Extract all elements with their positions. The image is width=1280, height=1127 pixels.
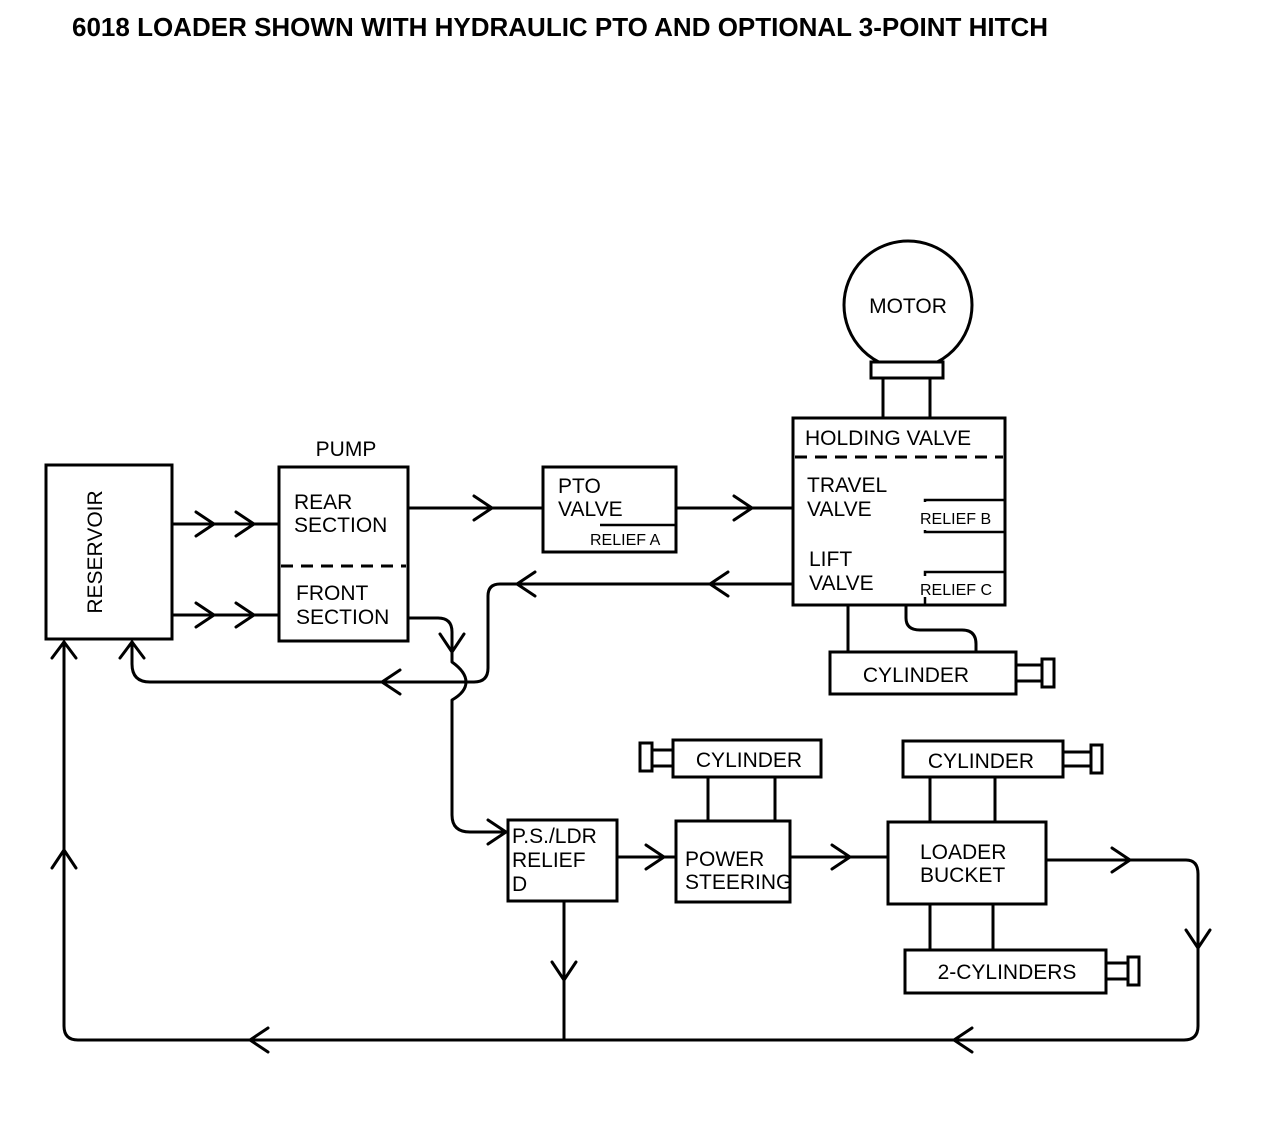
arrow-left-icon <box>707 570 730 598</box>
pto-valve: PTO VALVE RELIEF A <box>541 465 678 554</box>
loader-bucket-box <box>886 820 1048 906</box>
loader-bucket-group: CYLINDER LOADER BUCKET 2-CYLINDERS <box>886 739 1141 995</box>
two-cylinders-label: 2-CYLINDERS <box>938 961 1077 984</box>
arrow-left-icon <box>379 668 402 696</box>
lift-cylinder-label: CYLINDER <box>863 664 969 687</box>
arrow-up-icon <box>118 639 146 660</box>
arrow-left-icon <box>514 570 537 598</box>
arrow-right-icon <box>732 494 755 522</box>
reservoir-box <box>44 463 174 641</box>
bucket-cylinder-rod-end <box>1089 743 1104 775</box>
ps-ldr-relief-box <box>506 818 619 903</box>
arrow-up-icon <box>50 847 78 870</box>
arrow-right-icon <box>234 601 257 629</box>
pto-valve-line-1: PTO <box>558 475 601 498</box>
lift-cylinder-box <box>828 650 1018 696</box>
power-steering-line-2: STEERING <box>685 871 792 894</box>
arrow-right-icon <box>194 601 217 629</box>
arrow-right-icon <box>830 843 853 871</box>
lift-cylinder-rod-end <box>1040 657 1056 689</box>
pump-front-line-2: SECTION <box>296 606 389 629</box>
relief-c-outline <box>923 570 1005 605</box>
flow-arrows <box>50 494 1212 1054</box>
ps-ldr-relief-line-3: D <box>512 873 527 896</box>
ps-ldr-relief-line-2: RELIEF <box>512 849 586 872</box>
steering-cylinder-rod <box>649 748 675 768</box>
arrow-down-icon <box>438 632 466 655</box>
pump-rear-line-2: SECTION <box>294 514 387 537</box>
relief-b-label: RELIEF B <box>920 511 991 528</box>
line-pump-front-to-relief-d <box>406 616 510 834</box>
pump-box <box>277 465 410 643</box>
arrow-right-icon <box>1110 846 1133 874</box>
motor-mount <box>869 360 945 380</box>
loader-bucket-line-2: BUCKET <box>920 864 1005 887</box>
reservoir-label: RESERVOIR <box>84 490 107 613</box>
pump: PUMP REAR SECTION FRONT SECTION <box>277 438 410 643</box>
arrow-left-icon <box>951 1026 974 1054</box>
pto-valve-line-2: VALVE <box>558 498 623 521</box>
steering-cylinder-label: CYLINDER <box>696 749 802 772</box>
valve-block-box <box>791 416 1007 607</box>
line-lift-valve-return <box>130 582 795 684</box>
steering-cylinder-rod-end <box>638 741 654 773</box>
arrow-right-icon <box>644 843 667 871</box>
diagram-title: 6018 LOADER SHOWN WITH HYDRAULIC PTO AND… <box>72 12 1048 42</box>
arrow-left-icon <box>247 1026 270 1054</box>
motor-label: MOTOR <box>869 295 947 318</box>
holding-valve-label: HOLDING VALVE <box>805 427 971 450</box>
valve-block: HOLDING VALVE TRAVEL VALVE RELIEF B LIFT… <box>791 416 1007 607</box>
motor: MOTOR <box>842 239 974 420</box>
power-steering-group: CYLINDER POWER STEERING <box>638 738 823 904</box>
arrow-down-icon <box>550 960 578 983</box>
lift-valve-line-2: VALVE <box>809 572 874 595</box>
loader-bucket-line-1: LOADER <box>920 841 1006 864</box>
lift-valve-line-1: LIFT <box>809 548 852 571</box>
power-steering-box <box>674 819 792 904</box>
arrow-right-icon <box>194 510 217 538</box>
pto-valve-box <box>541 465 678 554</box>
ps-ldr-relief-line-1: P.S./LDR <box>512 825 597 848</box>
arrow-right-icon <box>486 818 509 846</box>
relief-b-outline <box>923 498 1005 534</box>
bucket-cylinder-label: CYLINDER <box>928 750 1034 773</box>
pump-label: PUMP <box>316 438 377 461</box>
flow-lines <box>62 506 1200 1042</box>
pump-front-line-1: FRONT <box>296 582 368 605</box>
lift-cylinder-rod <box>1014 663 1044 683</box>
travel-valve-line-2: VALVE <box>807 498 872 521</box>
bucket-cylinder-rod <box>1061 750 1093 768</box>
arrow-right-icon <box>234 510 257 538</box>
arrow-up-icon <box>50 639 78 660</box>
arrow-right-icon <box>472 494 495 522</box>
travel-valve-line-1: TRAVEL <box>807 474 887 497</box>
lift-cylinder-line-2 <box>904 603 978 654</box>
pump-rear-line-1: REAR <box>294 491 352 514</box>
two-cylinders-rod <box>1104 961 1130 981</box>
two-cylinders-rod-end <box>1126 955 1141 987</box>
ps-ldr-relief-d: P.S./LDR RELIEF D <box>506 818 619 903</box>
relief-c-label: RELIEF C <box>920 582 992 599</box>
reservoir: RESERVOIR <box>44 463 174 641</box>
line-main-return <box>62 640 1200 1042</box>
lift-cylinder: CYLINDER <box>828 603 1056 696</box>
arrow-down-icon <box>1184 928 1212 951</box>
power-steering-line-1: POWER <box>685 848 764 871</box>
relief-a-label: RELIEF A <box>590 532 661 549</box>
